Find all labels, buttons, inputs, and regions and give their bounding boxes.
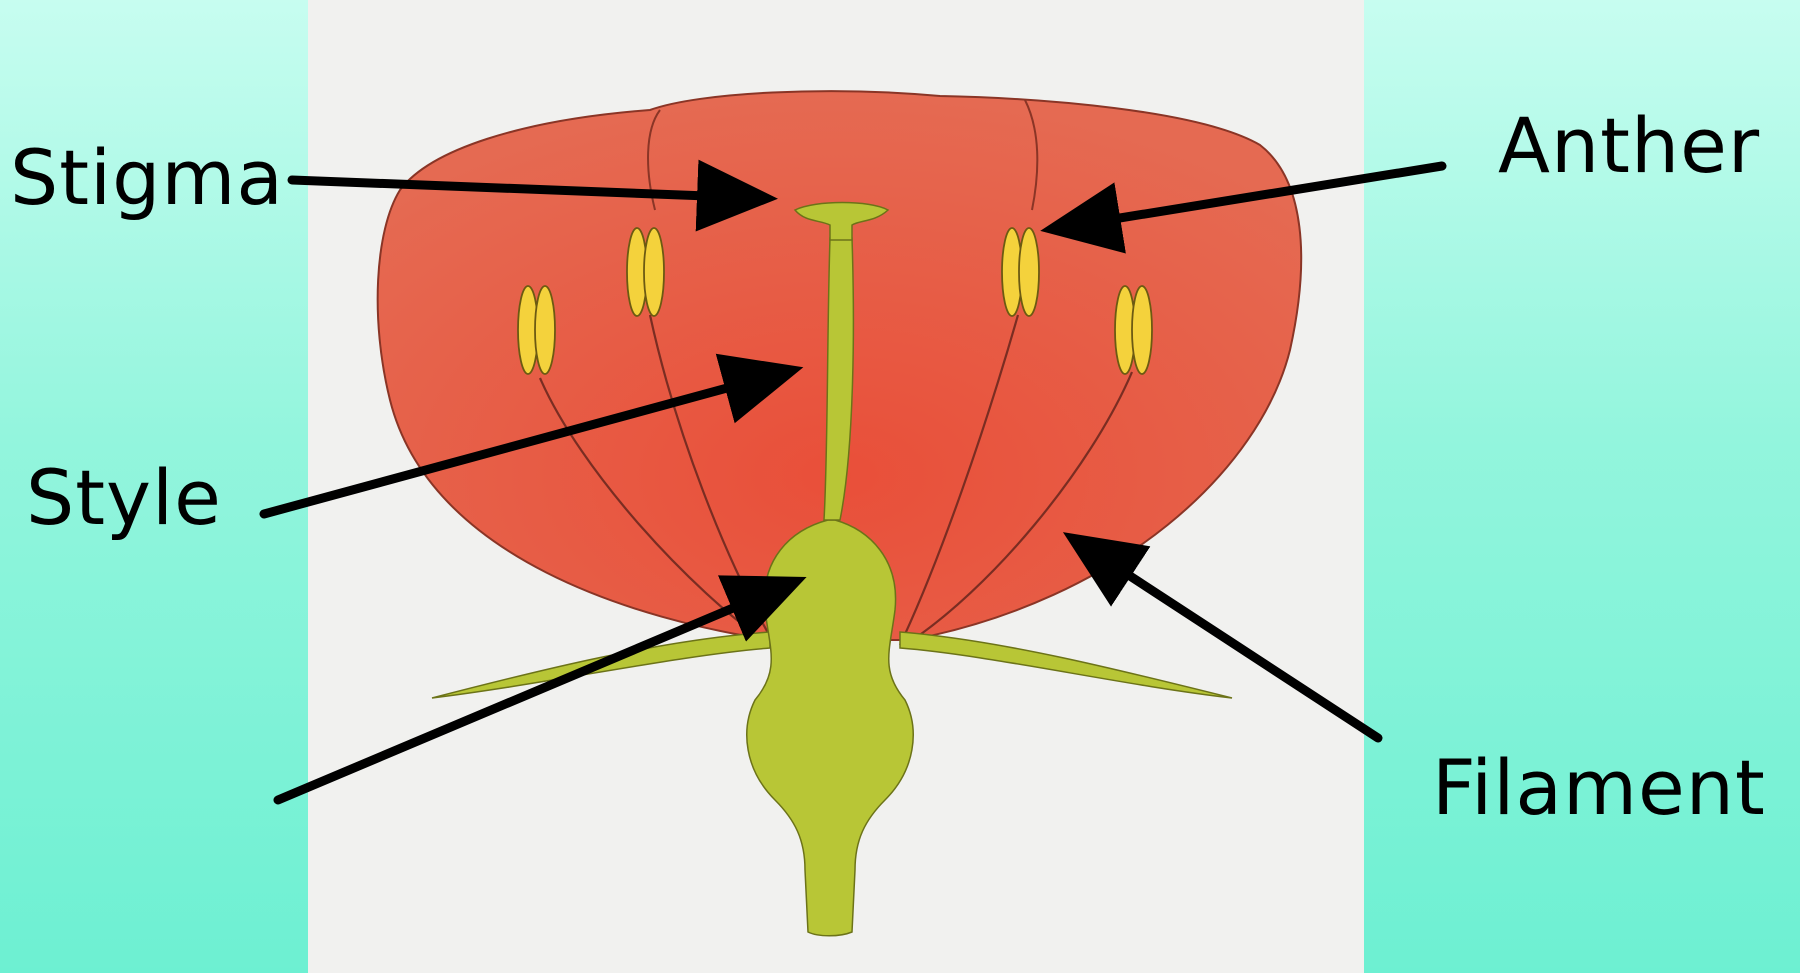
- style-label: Style: [26, 460, 222, 536]
- ovary: [747, 520, 913, 936]
- filament-arrow: [1078, 542, 1378, 738]
- stigma-label: Stigma: [10, 140, 284, 216]
- ovary-arrow: [278, 584, 790, 800]
- filament-label: Filament: [1432, 750, 1766, 826]
- anther-label: Anther: [1498, 108, 1760, 184]
- sepal-right: [900, 632, 1232, 698]
